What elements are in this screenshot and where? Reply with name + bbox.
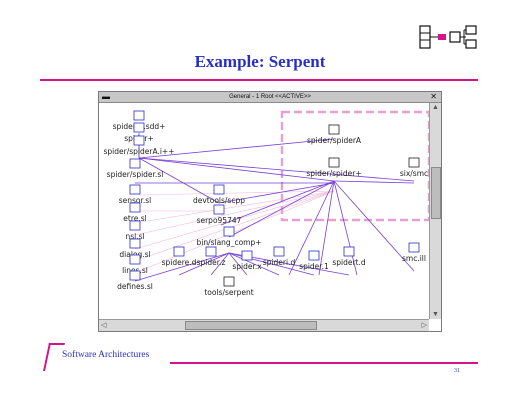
node-label: spider.z: [197, 258, 226, 267]
node-label: sensor.sl: [119, 196, 152, 205]
graph-node[interactable]: six/smc: [400, 157, 428, 178]
title-divider: [40, 79, 478, 81]
dependency-graph: spider/A.sdd+spider+spider/spiderA.i++sp…: [104, 110, 429, 297]
graph-node[interactable]: spider/spiderA.i++: [104, 135, 175, 156]
graph-node[interactable]: nsl.sl: [125, 220, 145, 241]
node-label: spider/spiderA.i++: [104, 147, 175, 156]
graph-node[interactable]: spideri.d: [263, 246, 296, 267]
vertical-scrollbar[interactable]: ▲ ▼: [429, 103, 441, 319]
graph-node[interactable]: sensor.sl: [119, 184, 152, 205]
node-label: six/smc: [400, 169, 428, 178]
node-label: devtools/scpp: [193, 196, 245, 205]
vertical-scroll-thumb[interactable]: [431, 167, 441, 219]
node-label: spidere.d: [162, 258, 197, 267]
node-box-icon[interactable]: [129, 220, 141, 231]
node-box-icon[interactable]: [133, 135, 145, 146]
node-label: spidert.d: [332, 258, 366, 267]
node-box-icon[interactable]: [213, 184, 225, 195]
node-label: tools/serpent: [204, 288, 253, 297]
node-label: nsl.sl: [125, 232, 144, 241]
node-label: spideri.d: [263, 258, 296, 267]
graph-node[interactable]: tools/serpent: [204, 276, 254, 297]
window-menu-icon[interactable]: ▬: [102, 92, 110, 101]
selection-rectangle: [280, 110, 429, 222]
horizontal-scroll-thumb[interactable]: [185, 321, 317, 330]
node-box-icon[interactable]: [223, 226, 235, 237]
graph-node[interactable]: spider/spider+: [306, 157, 362, 178]
page-number: 31: [454, 368, 460, 374]
graph-node[interactable]: spider.1: [299, 250, 329, 271]
node-box-icon[interactable]: [213, 204, 225, 215]
node-box-icon[interactable]: [173, 246, 185, 257]
node-box-icon[interactable]: [133, 122, 145, 133]
node-label: dialog.sl: [119, 250, 150, 259]
node-box-icon[interactable]: [408, 242, 420, 253]
node-box-icon[interactable]: [129, 184, 141, 195]
graph-node[interactable]: spidert.d: [332, 246, 366, 267]
node-label: lines.sl: [122, 266, 148, 275]
node-box-icon[interactable]: [129, 158, 141, 169]
graph-node[interactable]: serpo95747: [197, 204, 242, 225]
horizontal-scrollbar[interactable]: ◁ ▷: [99, 319, 429, 331]
node-label: spider/spiderA: [307, 136, 362, 145]
footer-divider: [170, 362, 478, 364]
node-label: serpo95747: [197, 216, 242, 225]
node-label: spider/spider+: [306, 169, 361, 178]
graph-canvas[interactable]: spider/A.sdd+spider+spider/spiderA.i++sp…: [99, 103, 429, 319]
node-box-icon[interactable]: [328, 157, 340, 168]
graph-node[interactable]: etre.sl: [123, 202, 147, 223]
node-box-icon[interactable]: [328, 124, 340, 135]
node-box-icon[interactable]: [129, 270, 141, 281]
node-label: spider/spider.sl: [107, 170, 164, 179]
node-box-icon[interactable]: [129, 202, 141, 213]
window-title: General - 1 Root <<ACTIVE>>: [229, 94, 311, 100]
graph-node[interactable]: devtools/scpp: [193, 184, 245, 205]
node-label: defines.sl: [117, 282, 153, 291]
node-label: spider.1: [299, 262, 329, 271]
scroll-up-icon[interactable]: ▲: [432, 104, 439, 111]
node-label: spider.x: [232, 262, 262, 271]
graph-node[interactable]: smc.ill: [402, 242, 426, 263]
node-box-icon[interactable]: [273, 246, 285, 257]
dependency-edges: [134, 133, 415, 282]
slide-title: Example: Serpent: [194, 52, 326, 71]
scroll-right-icon[interactable]: ▷: [421, 322, 427, 329]
node-box-icon[interactable]: [205, 246, 217, 257]
graph-node[interactable]: spider.x: [232, 250, 262, 271]
node-box-icon[interactable]: [408, 157, 420, 168]
node-label: etre.sl: [123, 214, 146, 223]
graph-node[interactable]: lines.sl: [122, 254, 148, 275]
close-icon[interactable]: ✕: [430, 92, 437, 101]
node-label: smc.ill: [402, 254, 426, 263]
graph-nodes: spider/A.sdd+spider+spider/spiderA.i++sp…: [104, 110, 428, 297]
scroll-down-icon[interactable]: ▼: [432, 311, 439, 318]
node-box-icon[interactable]: [343, 246, 355, 257]
architecture-logo-icon: [419, 25, 477, 49]
node-box-icon[interactable]: [129, 254, 141, 265]
window-titlebar[interactable]: ▬ General - 1 Root <<ACTIVE>> ✕: [99, 92, 441, 103]
footer-brand: Software Architectures: [62, 350, 150, 360]
node-label: bin/slang_comp+: [196, 238, 261, 247]
node-box-icon[interactable]: [308, 250, 320, 261]
graph-node[interactable]: dialog.sl: [119, 238, 151, 259]
graph-node[interactable]: spider.z: [197, 246, 226, 267]
graph-node[interactable]: spidere.d: [162, 246, 197, 267]
graph-node[interactable]: spider/spiderA: [307, 124, 362, 145]
node-box-icon[interactable]: [241, 250, 253, 261]
scroll-left-icon[interactable]: ◁: [101, 322, 107, 329]
graph-window: ▬ General - 1 Root <<ACTIVE>> ✕: [98, 91, 442, 332]
graph-node[interactable]: bin/slang_comp+: [196, 226, 262, 247]
graph-node[interactable]: defines.sl: [117, 270, 153, 291]
node-box-icon[interactable]: [129, 238, 141, 249]
graph-node[interactable]: spider/spider.sl: [107, 158, 164, 179]
node-box-icon[interactable]: [223, 276, 235, 287]
node-box-icon[interactable]: [133, 110, 145, 121]
